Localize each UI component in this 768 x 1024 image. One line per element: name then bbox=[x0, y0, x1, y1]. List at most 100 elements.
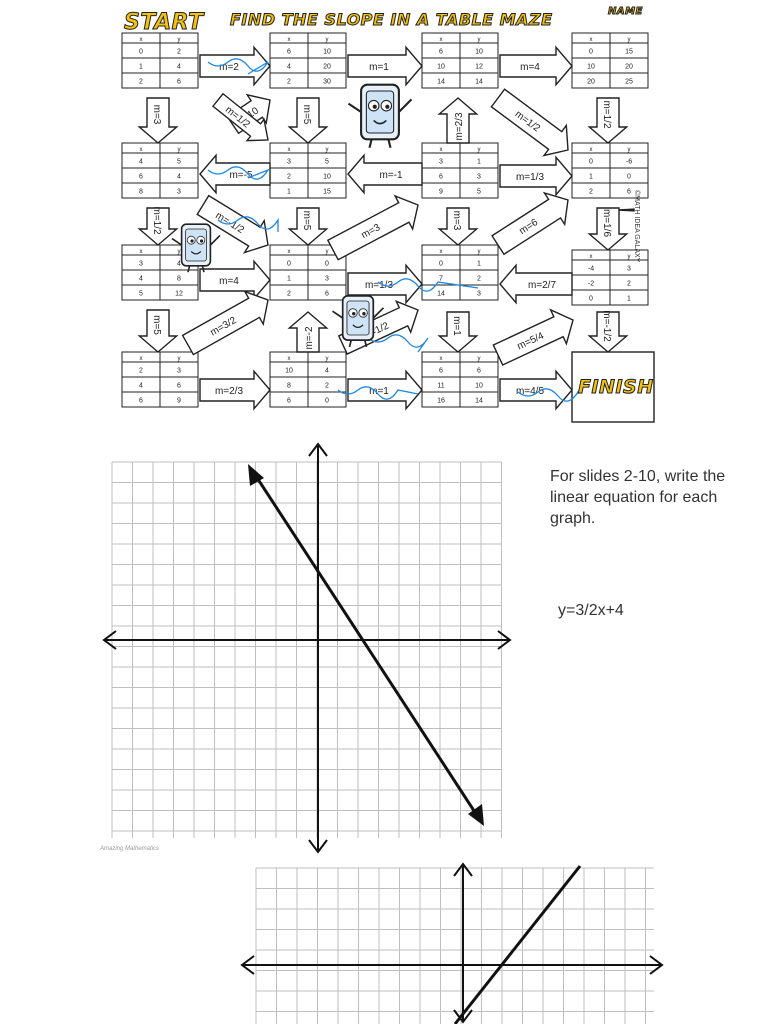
table-cell: x bbox=[590, 147, 593, 153]
table-cell: 1 bbox=[589, 174, 593, 181]
table-cell: 4 bbox=[177, 174, 181, 181]
blue-scribble bbox=[377, 278, 479, 292]
table-cell: 6 bbox=[139, 398, 143, 405]
slope-label: m=2/3 bbox=[454, 112, 465, 141]
table-cell: -6 bbox=[626, 159, 632, 166]
table-cell: 1 bbox=[477, 261, 481, 268]
table-cell: x bbox=[140, 356, 143, 362]
table-cell: 0 bbox=[325, 261, 329, 268]
table-cell: 1 bbox=[287, 276, 291, 283]
slope-arrow: m=5 bbox=[287, 97, 329, 144]
name-label: NAME bbox=[608, 6, 643, 18]
table-cell: 1 bbox=[627, 296, 631, 303]
maze-title: FIND THE SLOPE IN A TABLE MAZE bbox=[230, 10, 553, 30]
table-cell: 14 bbox=[475, 398, 483, 405]
slope-label: m=2/3 bbox=[215, 386, 244, 397]
x-axis-arrow-left bbox=[102, 630, 117, 650]
table-cell: 4 bbox=[139, 276, 143, 283]
table-cell: x bbox=[288, 249, 291, 255]
tablet-mascot bbox=[171, 223, 221, 273]
blue-scribble bbox=[517, 388, 579, 402]
table-cell: 4 bbox=[177, 64, 181, 71]
x-axis-arrow-right bbox=[497, 630, 512, 650]
y-axis-arrow-top bbox=[308, 442, 328, 457]
table-cell: 1 bbox=[287, 189, 291, 196]
table-cell: 6 bbox=[439, 174, 443, 181]
table-cell: 2 bbox=[589, 189, 593, 196]
table-cell: 16 bbox=[437, 398, 445, 405]
slope-label: m=-1/2 bbox=[601, 310, 612, 342]
blue-scribble bbox=[367, 334, 429, 353]
table-cell: 3 bbox=[177, 368, 181, 375]
table-cell: y bbox=[478, 356, 481, 362]
table-cell: 14 bbox=[437, 79, 445, 86]
slope-label: m=-1 bbox=[379, 170, 403, 181]
line-arrowhead-top bbox=[248, 464, 264, 486]
table-cell: 5 bbox=[177, 159, 181, 166]
table-cell: x bbox=[440, 356, 443, 362]
table-cell: 0 bbox=[589, 296, 593, 303]
table-cell: 20 bbox=[625, 64, 633, 71]
table-cell: y bbox=[326, 356, 329, 362]
table-cell: 2 bbox=[287, 291, 291, 298]
table-cell: 4 bbox=[325, 368, 329, 375]
slope-label: m=1/3 bbox=[365, 280, 394, 291]
slope-arrow: m=2/3 bbox=[199, 369, 271, 411]
table-cell: x bbox=[140, 37, 143, 43]
table-cell: 20 bbox=[323, 64, 331, 71]
slope-arrow: m=1/2 bbox=[587, 97, 629, 144]
slope-label: m=4 bbox=[219, 276, 239, 287]
table-cell: 3 bbox=[139, 261, 143, 268]
table-cell: 10 bbox=[475, 383, 483, 390]
table-cell: 6 bbox=[627, 189, 631, 196]
table-cell: 5 bbox=[139, 291, 143, 298]
table-cell: 10 bbox=[323, 49, 331, 56]
table-cell: 0 bbox=[439, 261, 443, 268]
table-cell: 6 bbox=[287, 49, 291, 56]
blue-scribble bbox=[217, 216, 279, 232]
slope-arrow: m=4 bbox=[499, 45, 573, 87]
table-cell: 2 bbox=[477, 276, 481, 283]
watermark-text: Amazing Mathematics bbox=[100, 846, 160, 852]
slope-arrow: m=1 bbox=[347, 45, 423, 87]
slope-arrow: m=-5 bbox=[199, 153, 271, 195]
table-cell: x bbox=[440, 249, 443, 255]
table-cell: 2 bbox=[287, 79, 291, 86]
table-cell: y bbox=[628, 147, 631, 153]
table-cell: 5 bbox=[325, 159, 329, 166]
table-cell: 2 bbox=[177, 49, 181, 56]
table-cell: 5 bbox=[477, 189, 481, 196]
table-cell: y bbox=[178, 37, 181, 43]
finish-box bbox=[571, 351, 655, 423]
table-cell: 8 bbox=[287, 383, 291, 390]
table-cell: 0 bbox=[287, 261, 291, 268]
table-cell: 30 bbox=[323, 79, 331, 86]
table-cell: 4 bbox=[177, 261, 181, 268]
table-cell: 9 bbox=[439, 189, 443, 196]
table-cell: 2 bbox=[325, 383, 329, 390]
table-cell: 0 bbox=[589, 159, 593, 166]
slope-arrow: m=3 bbox=[326, 194, 419, 261]
slope-arrow: m=5/4 bbox=[492, 308, 574, 366]
table-cell: x bbox=[440, 147, 443, 153]
handwritten-answer: y=3/2x+4 bbox=[558, 602, 624, 619]
table-cell: 3 bbox=[477, 291, 481, 298]
slope-label: m=1/2 bbox=[151, 206, 162, 235]
table-cell: 3 bbox=[325, 276, 329, 283]
table-cell: y bbox=[478, 147, 481, 153]
table-cell: y bbox=[178, 249, 181, 255]
table-cell: 1 bbox=[477, 159, 481, 166]
slope-arrow: m=4/5 bbox=[499, 369, 573, 411]
slope-arrow: m=1/2 bbox=[137, 206, 179, 246]
table-cell: 15 bbox=[625, 49, 633, 56]
slope-arrow: m=1/3 bbox=[347, 263, 423, 305]
table-cell: 12 bbox=[175, 291, 183, 298]
slope-label: m=5 bbox=[151, 315, 162, 335]
y-axis-arrow-bottom bbox=[308, 839, 328, 854]
instructions-text: For slides 2-10, write the linear equati… bbox=[550, 468, 726, 527]
